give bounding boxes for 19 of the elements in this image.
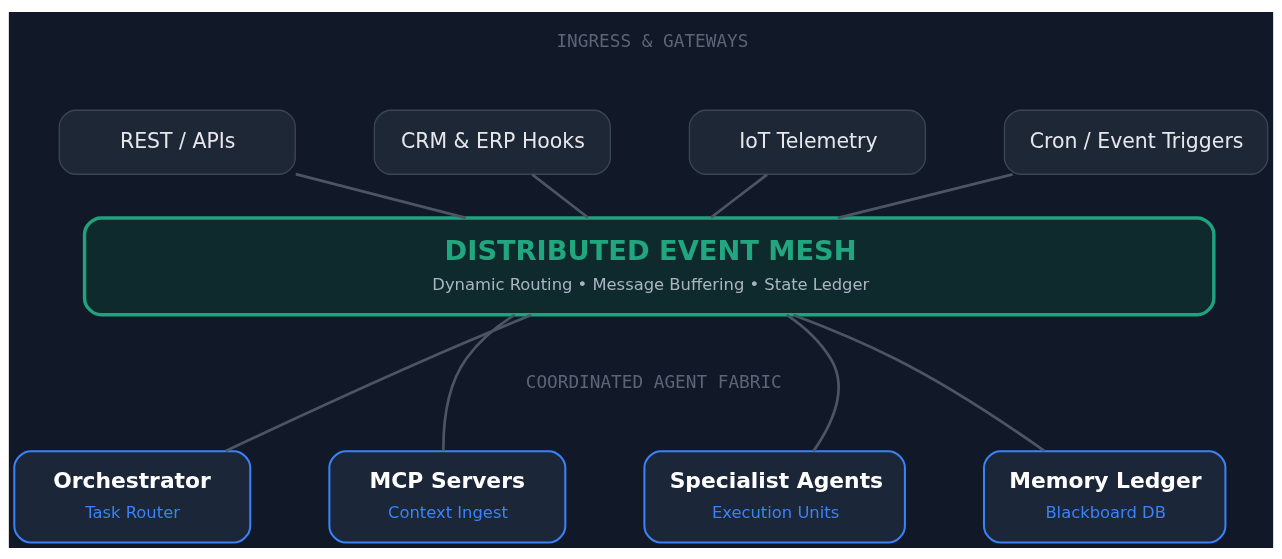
node-box: DISTRIBUTED EVENT MESH Dynamic Routing • Message Buffering • State Ledger — [82, 215, 1216, 316]
connector — [442, 313, 516, 451]
node-box: Specialist Agents Execution Units — [643, 449, 906, 544]
node-box: Cron / Event Triggers — [1003, 109, 1269, 175]
connector — [793, 313, 1046, 452]
node-box: Memory Ledger Blackboard DB — [983, 449, 1227, 544]
connector — [225, 313, 532, 452]
node-box: IoT Telemetry — [688, 109, 927, 175]
node-box: CRM & ERP Hooks — [373, 109, 611, 175]
node-box: MCP Servers Context Ingest — [328, 449, 567, 544]
node-box: REST / APIs — [58, 109, 296, 175]
connector — [785, 313, 840, 452]
connector — [531, 173, 589, 219]
connector — [710, 172, 768, 219]
connector — [837, 172, 1013, 219]
connector — [295, 172, 467, 219]
label: COORDINATED AGENT FABRIC — [525, 371, 782, 392]
node-box: Orchestrator Task Router — [13, 449, 252, 544]
label: INGRESS & GATEWAYS — [556, 30, 749, 51]
